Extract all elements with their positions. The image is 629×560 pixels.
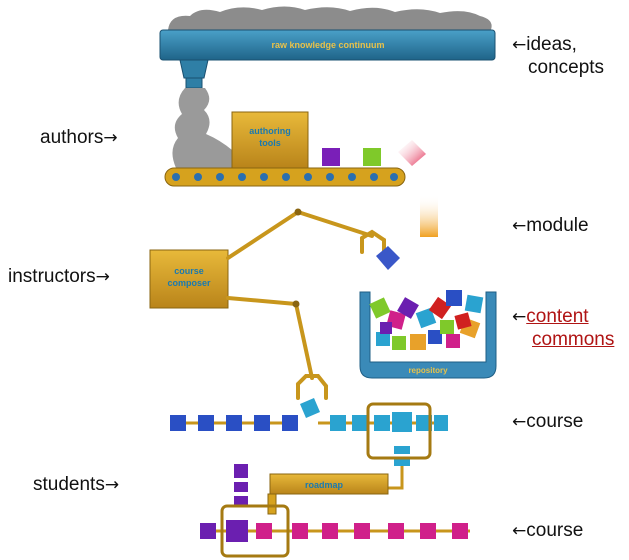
smoke-cloud	[168, 6, 492, 32]
robot-arm-lower	[226, 296, 328, 400]
repository-bin	[359, 291, 497, 379]
smoke-column	[172, 88, 232, 168]
authoring-tools-box	[231, 111, 309, 169]
authoring-tools-label-1: authoring	[249, 126, 291, 136]
module-block	[363, 148, 381, 166]
knowledge-bar	[159, 29, 496, 61]
roadmap-post	[267, 493, 277, 515]
content-commons-link[interactable]: content	[526, 306, 589, 327]
left-arrow-icon: ←	[512, 412, 527, 432]
module-falling	[420, 195, 438, 237]
label-content-commons: ←content	[512, 306, 589, 328]
conveyor-rollers	[172, 173, 398, 181]
funnel-nozzle	[179, 59, 209, 79]
course-composer-box	[149, 249, 229, 309]
right-arrow-icon: →	[104, 475, 120, 495]
course-highlight-frame	[220, 504, 290, 558]
left-arrow-icon: ←	[512, 307, 527, 327]
robot-arm-upper	[226, 210, 386, 260]
course-composer-label-2: composer	[167, 278, 211, 288]
course-chain-top	[170, 402, 448, 466]
module-in-claw	[300, 398, 320, 418]
label-commons: commons	[532, 329, 614, 351]
repository-blocks	[369, 290, 484, 350]
left-arrow-icon: ←	[512, 521, 527, 541]
label-students: students→	[33, 474, 120, 495]
roadmap-bar	[269, 473, 389, 495]
label-concepts: concepts	[528, 57, 605, 78]
module-block-falling	[398, 140, 426, 166]
roadmap-connector	[388, 466, 404, 490]
course-highlight-frame	[366, 402, 432, 460]
left-arrow-icon: ←	[512, 216, 527, 236]
left-arrow-icon: ←	[512, 35, 527, 55]
right-arrow-icon: →	[95, 267, 110, 287]
label-course-top: ←course	[512, 411, 584, 432]
module-block	[322, 148, 340, 166]
label-instructors: instructors→	[8, 266, 110, 287]
right-arrow-icon: →	[103, 128, 118, 148]
label-ideas: ←ideas,	[512, 34, 577, 55]
knowledge-bar-label: raw knowledge continuum	[271, 40, 384, 50]
label-module: ←module	[512, 215, 589, 236]
authoring-tools-label-2: tools	[259, 138, 281, 148]
course-chain-bottom	[200, 464, 470, 558]
label-authors: authors→	[40, 127, 118, 148]
course-composer-label-1: course	[174, 266, 204, 276]
content-commons-link-2[interactable]: commons	[532, 329, 615, 350]
label-course-bottom: ←course	[512, 520, 584, 541]
module-in-claw	[376, 246, 400, 270]
repository-label: repository	[408, 366, 448, 375]
roadmap-label: roadmap	[305, 480, 344, 490]
